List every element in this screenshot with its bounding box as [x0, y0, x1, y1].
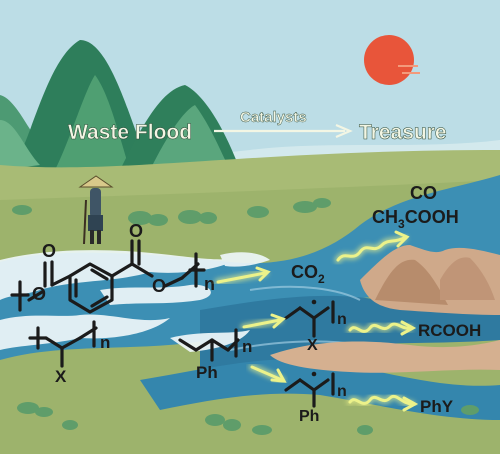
glow-arrows: [214, 230, 419, 412]
catalysts-arrowhead: [335, 123, 353, 139]
halogen-polymer-n: n: [100, 333, 110, 352]
sun-icon: [364, 35, 414, 85]
sun-streak: [398, 65, 420, 74]
pet-oxygen-carbonyl-right: O: [129, 221, 143, 241]
radical-dot-1: [311, 299, 317, 305]
catalysts-label: Catalysts: [240, 109, 307, 126]
mountain-range: [0, 40, 240, 170]
arrow-to-acetic-acid: [334, 230, 410, 264]
waste-flood-label: Waste Flood: [68, 121, 192, 144]
arrow-to-co2: [214, 266, 271, 286]
pet-oxygen-left: O: [32, 284, 46, 304]
product-co: CO: [410, 183, 437, 203]
sand-banks: [270, 245, 500, 373]
product-phy: PhY: [420, 397, 454, 416]
pet-oxygen-right: O: [152, 276, 166, 296]
halogen-radical-x: X: [307, 337, 318, 354]
product-acetic-acid: CH3COOH: [372, 207, 459, 231]
farmer-figure: [78, 175, 114, 245]
arrow-to-phy: [346, 392, 419, 412]
product-co2: CO2: [291, 262, 325, 286]
pet-polymer-structure: [10, 239, 206, 314]
arrow-to-rcooh: [346, 320, 417, 336]
halogen-radical-structure: [284, 300, 335, 338]
styrene-radical-ph: Ph: [299, 408, 319, 425]
foam: [0, 250, 270, 352]
product-rcooh: RCOOH: [418, 321, 481, 340]
treasure-label: Treasure: [359, 121, 447, 144]
arrow-pvc-to-radical: [240, 313, 286, 331]
halogen-polymer-x: X: [55, 367, 67, 386]
polystyrene-n: n: [242, 337, 252, 356]
halogen-radical-n: n: [337, 311, 347, 328]
halogen-polymer-structure: [28, 320, 98, 368]
polystyrene-structure: [178, 328, 240, 362]
styrene-radical-n: n: [337, 383, 347, 400]
styrene-radical-structure: [284, 372, 335, 408]
pet-repeat-n: n: [204, 274, 215, 294]
polystyrene-ph: Ph: [196, 363, 218, 382]
pet-oxygen-carbonyl-left: O: [42, 241, 56, 261]
arrow-ps-to-radical: [248, 363, 287, 384]
bushes: [12, 198, 479, 435]
radical-dot-2: [311, 371, 317, 377]
